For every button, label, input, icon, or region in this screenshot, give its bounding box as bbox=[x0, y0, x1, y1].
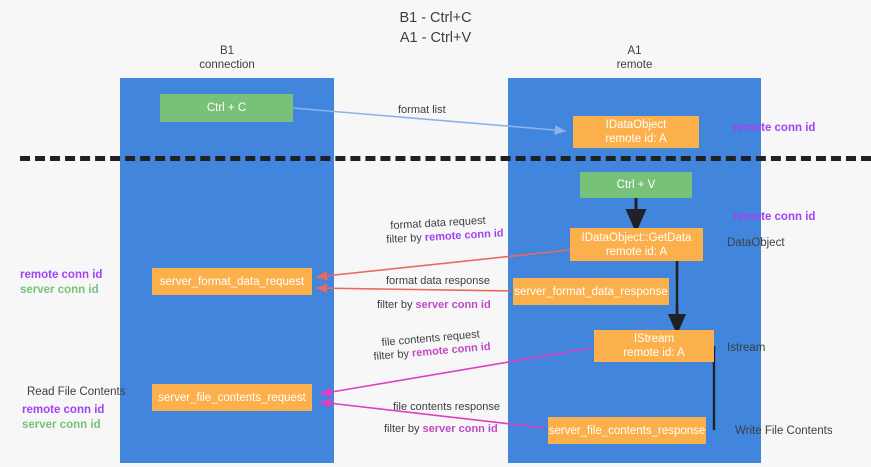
node-server-file-contents-response[interactable]: server_file_contents_response bbox=[548, 417, 706, 444]
node-server-format-data-response[interactable]: server_format_data_response bbox=[513, 278, 669, 305]
annotation-left-remote-conn-id: remote conn id bbox=[20, 269, 103, 281]
annotation-istream: Istream bbox=[727, 342, 766, 354]
annotation-left-remote-conn-id-2: remote conn id bbox=[22, 404, 105, 416]
page-title: B1 - Ctrl+C A1 - Ctrl+V bbox=[0, 8, 871, 48]
node-server-file-contents-response-label: server_file_contents_response bbox=[548, 424, 706, 437]
node-getdata-label: IDataObject::GetData bbox=[581, 231, 692, 244]
node-idataobject-sublabel: remote id: A bbox=[605, 133, 667, 145]
node-server-file-contents-request[interactable]: server_file_contents_request bbox=[152, 384, 312, 411]
page-title-line-1: B1 - Ctrl+C bbox=[399, 10, 472, 26]
filter-key-remote-conn-id: remote conn id bbox=[424, 227, 504, 244]
node-getdata-sublabel: remote id: A bbox=[605, 245, 668, 258]
column-header-a1-role: remote bbox=[616, 59, 653, 71]
node-server-file-contents-request-label: server_file_contents_request bbox=[158, 391, 306, 404]
column-header-b1-role: connection bbox=[199, 59, 255, 71]
filter-prefix: filter by bbox=[373, 347, 413, 363]
column-header-a1-name: A1 bbox=[627, 45, 642, 57]
column-header-a1: A1 remote bbox=[508, 44, 761, 72]
node-ctrl-c[interactable]: Ctrl + C bbox=[160, 94, 293, 122]
node-idataobject[interactable]: IDataObject remote id: A bbox=[573, 116, 699, 148]
filter-prefix: filter by bbox=[384, 423, 423, 435]
column-header-b1: B1 connection bbox=[120, 44, 334, 72]
node-idataobject-label: IDataObject bbox=[605, 119, 667, 131]
filter-key-server-conn-id: server conn id bbox=[415, 299, 491, 311]
annotation-remote-conn-id-top: remote conn id bbox=[733, 122, 816, 134]
filter-prefix: filter by bbox=[386, 231, 426, 246]
edge-label-file-contents-response-filter: filter by server conn id bbox=[384, 422, 498, 437]
node-istream-label: IStream bbox=[633, 333, 675, 345]
annotation-left-server-conn-id: server conn id bbox=[20, 284, 99, 296]
edge-label-format-list: format list bbox=[398, 104, 446, 116]
phase-divider bbox=[20, 156, 871, 161]
column-header-b1-name: B1 bbox=[219, 45, 235, 57]
page-title-line-2: A1 - Ctrl+V bbox=[399, 30, 472, 46]
filter-prefix: filter by bbox=[377, 299, 416, 311]
node-ctrl-v-label: Ctrl + V bbox=[616, 179, 656, 191]
annotation-left-server-conn-id-2: server conn id bbox=[22, 419, 101, 431]
node-idataobject-getdata[interactable]: IDataObject::GetData remote id: A bbox=[570, 228, 703, 261]
node-istream-sublabel: remote id: A bbox=[623, 347, 685, 359]
node-server-format-data-response-label: server_format_data_response bbox=[514, 285, 668, 298]
annotation-dataobject: DataObject bbox=[727, 237, 785, 249]
annotation-left-conn-ids: remote conn id server conn id bbox=[20, 268, 102, 298]
edge-label-file-contents-response: file contents response bbox=[393, 401, 501, 413]
node-server-format-data-request-label: server_format_data_request bbox=[159, 275, 305, 288]
annotation-remote-conn-id-mid: remote conn id bbox=[733, 211, 816, 223]
annotation-read-file-contents: Read File Contents bbox=[27, 386, 126, 398]
edge-label-format-data-response: format data response bbox=[386, 275, 490, 287]
node-ctrl-c-label: Ctrl + C bbox=[206, 102, 247, 114]
node-istream[interactable]: IStream remote id: A bbox=[594, 330, 714, 362]
node-ctrl-v[interactable]: Ctrl + V bbox=[580, 172, 692, 198]
filter-key-server-conn-id: server conn id bbox=[422, 423, 498, 435]
edge-label-format-data-response-filter: filter by server conn id bbox=[377, 298, 491, 313]
annotation-write-file-contents: Write File Contents bbox=[735, 425, 833, 437]
node-server-format-data-request[interactable]: server_format_data_request bbox=[152, 268, 312, 295]
annotation-left-conn-ids-2: remote conn id server conn id bbox=[22, 403, 104, 433]
